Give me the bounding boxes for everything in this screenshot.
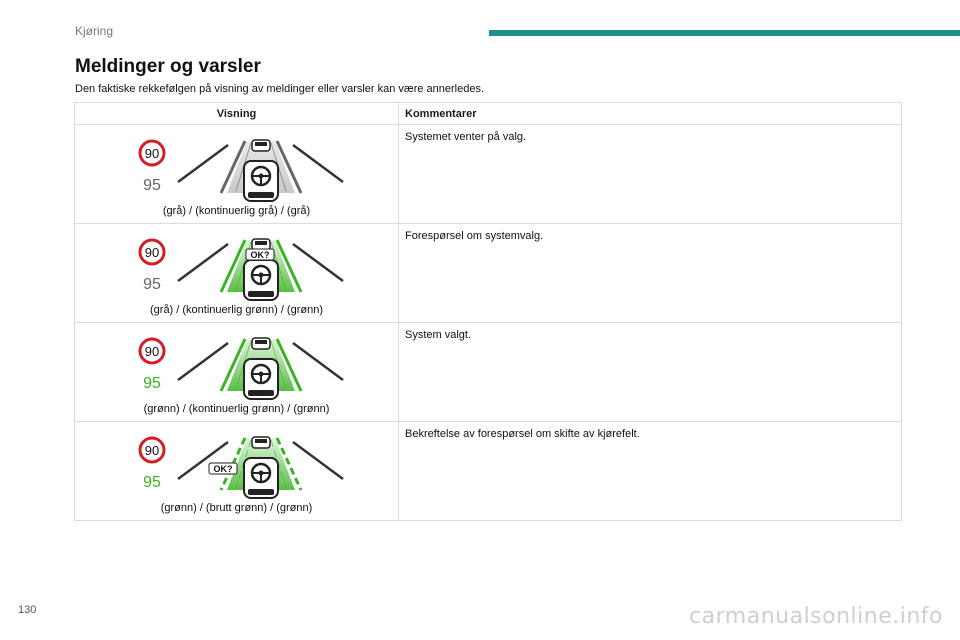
comment-cell: Forespørsel om systemvalg.: [398, 223, 902, 323]
header-accent-bar: [489, 30, 960, 36]
speed-limit-sign-icon: 90: [138, 337, 166, 365]
ok-request-badge-icon: OK?: [208, 462, 238, 475]
sign-speed-value: 90: [145, 344, 159, 359]
comment-cell: System valgt.: [398, 322, 902, 422]
car-ahead-icon: [251, 337, 271, 350]
intro-text: Den faktiske rekkefølgen på visning av m…: [75, 83, 485, 95]
table-header-row: Visning Kommentarer: [74, 102, 902, 125]
car-steering-icon: [243, 358, 279, 400]
svg-text:OK?: OK?: [214, 464, 233, 474]
table-row: 90 95 (grønn) / (kontinuerlig grønn) / (gr…: [74, 322, 902, 422]
speed-limit-sign-icon: 90: [138, 436, 166, 464]
comment-text: System valgt.: [405, 329, 472, 341]
svg-text:OK?: OK?: [251, 250, 270, 260]
speed-limit-sign-icon: 90: [138, 139, 166, 167]
lane-change-pictogram: 90 95 OK?: [138, 238, 344, 301]
display-cell: 90 95 OK? (grå) / (kontinuerlig grønn) / (g…: [74, 223, 399, 323]
comment-text: Forespørsel om systemvalg.: [405, 230, 544, 242]
car-steering-icon: [243, 259, 279, 301]
road-edge-icon: [177, 242, 344, 283]
page-title: Meldinger og varsler: [75, 56, 261, 77]
road-edge-icon: [177, 341, 344, 382]
car-ahead-icon: [251, 436, 271, 449]
car-ahead-icon: [251, 139, 271, 152]
table-row: 90 95(grå) / (kontinuerlig grå) / (grå) Sy…: [74, 124, 902, 224]
section-label: Kjøring: [75, 24, 114, 38]
set-speed-value: 95: [143, 177, 161, 194]
display-cell: 90 95 (grønn) / (kontinuerlig grønn) / (gr…: [74, 322, 399, 422]
display-cell: 90 95 OK? (grønn) / (brutt grønn) / (grønn): [74, 421, 399, 521]
ok-request-badge-icon: OK?: [245, 248, 275, 261]
set-speed-value: 95: [143, 474, 161, 491]
set-speed-value: 95: [143, 375, 161, 392]
table-row: 90 95 OK? (grå) / (kontinuerlig grønn) / (g…: [74, 223, 902, 323]
watermark: carmanualsonline.info: [689, 604, 943, 629]
sign-speed-value: 90: [145, 245, 159, 260]
speed-limit-sign-icon: 90: [138, 238, 166, 266]
car-steering-icon: [243, 160, 279, 202]
lane-change-pictogram: 90 95: [138, 337, 344, 400]
road-edge-icon: [177, 143, 344, 184]
comment-cell: Systemet venter på valg.: [398, 124, 902, 224]
column-header-comments: Kommentarer: [398, 102, 902, 125]
lane-change-pictogram: 90 95 OK?: [138, 436, 344, 499]
sign-speed-value: 90: [145, 146, 159, 161]
set-speed-value: 95: [143, 276, 161, 293]
road-edge-icon: [177, 440, 344, 481]
sign-speed-value: 90: [145, 443, 159, 458]
color-caption: (grå) / (kontinuerlig grønn) / (grønn): [150, 304, 323, 316]
page-number: 130: [18, 604, 37, 616]
display-cell: 90 95(grå) / (kontinuerlig grå) / (grå): [74, 124, 399, 224]
table-row: 90 95 OK? (grønn) / (brutt grønn) / (grønn)…: [74, 421, 902, 521]
color-caption: (grå) / (kontinuerlig grå) / (grå): [162, 205, 311, 217]
comment-text: Bekreftelse av forespørsel om skifte av …: [405, 428, 640, 440]
color-caption: (grønn) / (kontinuerlig grønn) / (grønn): [143, 403, 330, 415]
car-ahead-icon: [251, 238, 271, 251]
comment-text: Systemet venter på valg.: [405, 131, 527, 143]
lane-change-pictogram: 90 95: [138, 139, 344, 202]
car-steering-icon: [243, 457, 279, 499]
color-caption: (grønn) / (brutt grønn) / (grønn): [160, 502, 313, 514]
comment-cell: Bekreftelse av forespørsel om skifte av …: [398, 421, 902, 521]
column-header-display: Visning: [74, 102, 399, 125]
